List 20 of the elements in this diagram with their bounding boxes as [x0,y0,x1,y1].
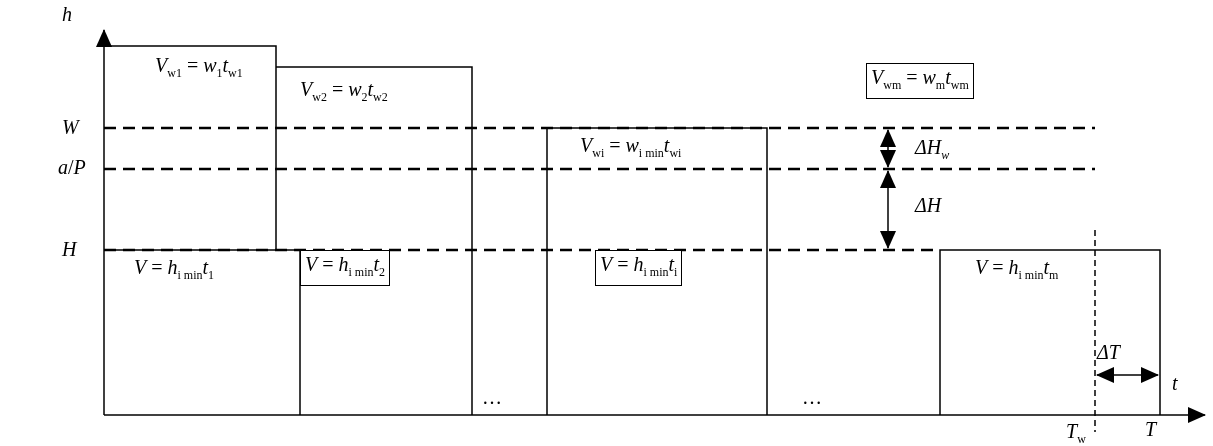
ellipsis: … [802,386,822,408]
dimension-label: ΔH [915,194,942,216]
formula-label: V = h$_{i min}$t$_{i}$ [595,250,683,286]
formula-label: V = h$_{i min}$t$_{2}$ [300,250,391,286]
formula-label: V = h$_{i min}$t$_{1}$ [134,256,215,284]
axis-label: a/P [58,156,86,178]
formula-label: V$_{wi}$ = w$_{i min}$t$_{wi}$ [580,134,682,162]
axis-label: h [62,3,72,25]
dimension-label: ΔH$_{w}$ [915,136,950,164]
dimension-label: ΔT [1097,341,1120,363]
ellipsis: … [482,386,502,408]
axis-label: t [1172,372,1178,394]
formula-label: V$_{wm}$ = w$_{m}$t$_{wm}$ [866,63,974,99]
formula-label: V$_{w1}$ = w$_{1}$t$_{w1}$ [155,54,243,82]
axis-label: T$_{w}$ [1066,420,1086,446]
formula-label: V = h$_{i min}$t$_{m}$ [975,256,1059,284]
axis-label: T [1145,418,1157,440]
axis-label: W [62,116,79,138]
formula-label: V$_{w2}$ = w$_{2}$t$_{w2}$ [300,78,388,106]
axis-label: H [62,238,77,260]
